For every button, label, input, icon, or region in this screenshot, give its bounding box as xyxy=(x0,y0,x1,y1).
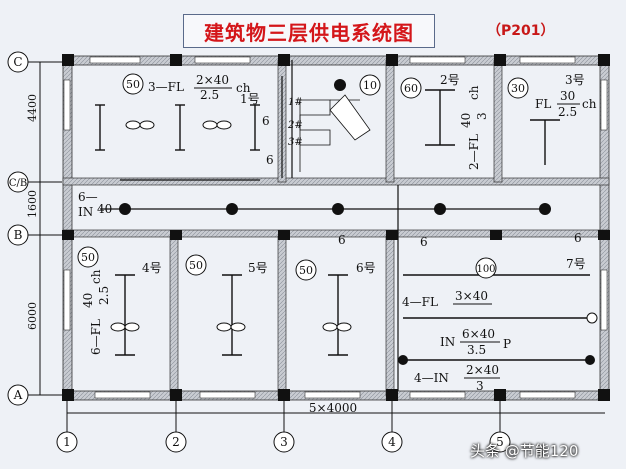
six-mark-1: 6 xyxy=(266,153,274,167)
room7-in2-num: 2×40 xyxy=(466,363,499,377)
room4-no: 4号 xyxy=(142,261,162,275)
row-axes xyxy=(7,51,62,406)
diagram-title: 建筑物三层供电系统图 xyxy=(204,20,414,45)
room3-den: 2.5 xyxy=(558,105,577,119)
room3-fixture: FL xyxy=(535,97,551,111)
room7-in2-den: 3 xyxy=(476,379,484,393)
room7-in2: 4—IN xyxy=(414,371,449,385)
room3-no: 3号 xyxy=(565,73,585,87)
room4-mount: ch xyxy=(89,269,103,284)
room7-fl: 4—FL xyxy=(402,295,438,309)
axis-label-2: 2 xyxy=(172,435,180,449)
room1-fixture: 3—FL xyxy=(148,80,184,94)
watermark: 头条 @节能120 xyxy=(470,442,579,460)
six-mark-2: 6 xyxy=(262,114,270,128)
room3-mount: ch xyxy=(582,97,597,111)
wiring xyxy=(100,60,545,391)
columns xyxy=(62,54,610,401)
room1-no: 1号 xyxy=(240,92,260,106)
axis-label-cb: C/B xyxy=(9,178,27,189)
room4-den: 2.5 xyxy=(97,286,111,305)
room5-area: 50 xyxy=(189,259,203,272)
room2-area: 60 xyxy=(404,82,418,95)
corridor-count: 6— xyxy=(78,190,98,204)
room7-no: 7号 xyxy=(566,257,586,271)
room1-area: 50 xyxy=(126,78,140,91)
room5-no: 5号 xyxy=(248,261,268,275)
page-reference: （P201） xyxy=(487,23,555,39)
room1-num: 2×40 xyxy=(196,73,229,87)
room2-fixture: 2—FL xyxy=(467,134,481,170)
fluorescent-lamps xyxy=(95,89,590,361)
axis-label-3: 3 xyxy=(280,435,288,449)
dim-4400: 4400 xyxy=(26,94,39,122)
axis-label-c: C xyxy=(13,55,22,69)
six-mark-5: 6 xyxy=(574,231,582,245)
room7-lamps xyxy=(398,355,595,365)
ceiling-fans xyxy=(110,120,598,332)
title-box: 建筑物三层供电系统图 xyxy=(183,14,435,48)
room-area-circles xyxy=(77,73,529,281)
room7-in-mount: P xyxy=(503,337,511,351)
windows xyxy=(63,56,608,399)
stair-mark-1: 1# xyxy=(288,97,303,108)
room4-num: 40 xyxy=(81,293,95,308)
room1-den: 2.5 xyxy=(200,88,219,102)
room2-mount: ch xyxy=(467,85,481,100)
axis-label-5: 5 xyxy=(496,435,504,449)
room2-no: 2号 xyxy=(440,73,460,87)
staircase xyxy=(299,94,371,172)
dim-1600: 1600 xyxy=(26,190,39,218)
room3-num: 30 xyxy=(560,89,575,103)
stair-mark-3: 3# xyxy=(288,137,303,148)
corridor-fixture: IN xyxy=(78,205,93,219)
room10-area: 10 xyxy=(363,79,377,92)
axis-label-a: A xyxy=(13,388,23,402)
corridor-lamps xyxy=(119,79,551,215)
room2-den: 3 xyxy=(475,112,489,120)
axis-label-4: 4 xyxy=(388,435,396,449)
room7-in-num: 6×40 xyxy=(462,327,495,341)
corridor-value: 40 xyxy=(97,202,112,216)
room2-num: 40 xyxy=(459,113,473,128)
room7-area: 100 xyxy=(476,264,495,275)
room4-fixture: 6—FL xyxy=(89,319,103,355)
room1-mount: ch xyxy=(236,81,251,95)
room6-no: 6号 xyxy=(356,261,376,275)
room6-area: 50 xyxy=(299,264,313,277)
axis-label-b: B xyxy=(14,228,23,242)
dim-bottom: 5×4000 xyxy=(309,401,357,415)
axis-label-1: 1 xyxy=(63,435,71,449)
column-axes xyxy=(56,400,605,453)
room3-area: 30 xyxy=(511,82,525,95)
room7-in: IN xyxy=(440,335,455,349)
room4-area: 50 xyxy=(81,251,95,264)
six-mark-4: 6 xyxy=(420,235,428,249)
six-mark-3: 6 xyxy=(338,233,346,247)
stair-mark-2: 2# xyxy=(287,120,303,131)
dim-6000: 6000 xyxy=(26,302,39,330)
room7-fl-num: 3×40 xyxy=(455,289,488,303)
room7-in-den: 3.5 xyxy=(467,343,486,357)
